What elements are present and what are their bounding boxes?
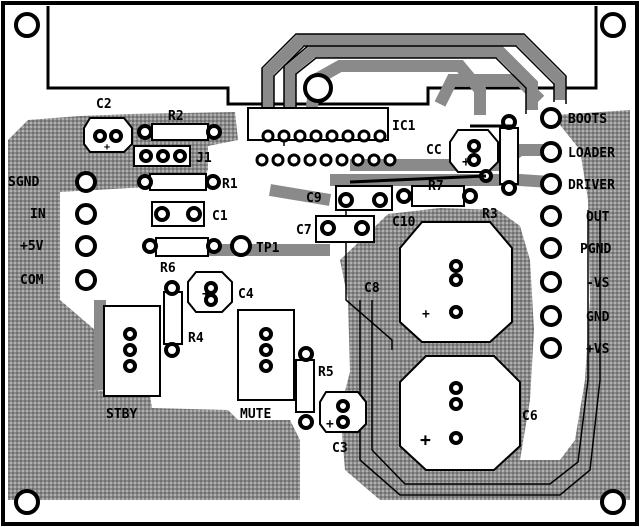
label-stby: STBY: [106, 407, 137, 422]
label-c4: C4: [238, 287, 254, 302]
label-out: OUT: [586, 210, 610, 225]
label-boots: BOOTS: [568, 112, 607, 127]
label-pgnd: PGND: [580, 242, 611, 257]
label-c10: C10: [392, 215, 416, 230]
label-plus-cc: +: [462, 155, 470, 170]
label-ic1: IC1: [392, 119, 416, 134]
label-c1: C1: [212, 209, 228, 224]
label-c7: C7: [296, 223, 312, 238]
label-plus-c3: +: [326, 417, 334, 432]
label-c8: C8: [364, 281, 380, 296]
label-r2: R2: [168, 109, 184, 124]
c6-outline: [399, 355, 521, 471]
label-plus-c6: +: [420, 430, 431, 451]
label-c2: C2: [96, 97, 112, 112]
label-r6: R6: [160, 261, 176, 276]
ic1-pins: [255, 129, 397, 167]
label-c3: C3: [332, 441, 348, 456]
label-com: COM: [20, 273, 44, 288]
label-in: IN: [30, 207, 46, 222]
label-tp1: TP1: [256, 241, 280, 256]
label-gnd: GND: [586, 310, 610, 325]
mounting-holes: [14, 12, 626, 515]
label-plus5v: +5V: [20, 239, 44, 254]
label-r7: R7: [428, 179, 444, 194]
labels: C2 R2 IC1 J1 R1 C1 TP1 R6 C4 R4 STBY MUT…: [8, 97, 615, 456]
label-plus-c2: +: [104, 142, 110, 153]
label-minus-vs: -VS: [586, 276, 610, 291]
label-mute: MUTE: [240, 407, 271, 422]
label-plus-c8: +: [422, 307, 430, 322]
label-r5: R5: [318, 365, 334, 380]
label-c9: C9: [306, 191, 322, 206]
label-c6: C6: [522, 409, 538, 424]
left-copper-pour: [8, 112, 300, 500]
label-r3: R3: [482, 207, 498, 222]
jumper-wires: [349, 124, 514, 184]
bottom-right-traces: [345, 196, 601, 496]
label-r4: R4: [188, 331, 204, 346]
label-loader: LOADER: [568, 146, 615, 161]
connector-outline: [46, 6, 598, 106]
label-cc: CC: [426, 143, 442, 158]
label-j1: J1: [196, 151, 212, 166]
label-sgnd: SGND: [8, 175, 39, 190]
label-plus-c4: +: [202, 287, 210, 302]
label-plus-vs: +VS: [586, 342, 610, 357]
label-r1: R1: [222, 177, 238, 192]
label-driver: DRIVER: [568, 178, 615, 193]
pads: [75, 107, 562, 445]
